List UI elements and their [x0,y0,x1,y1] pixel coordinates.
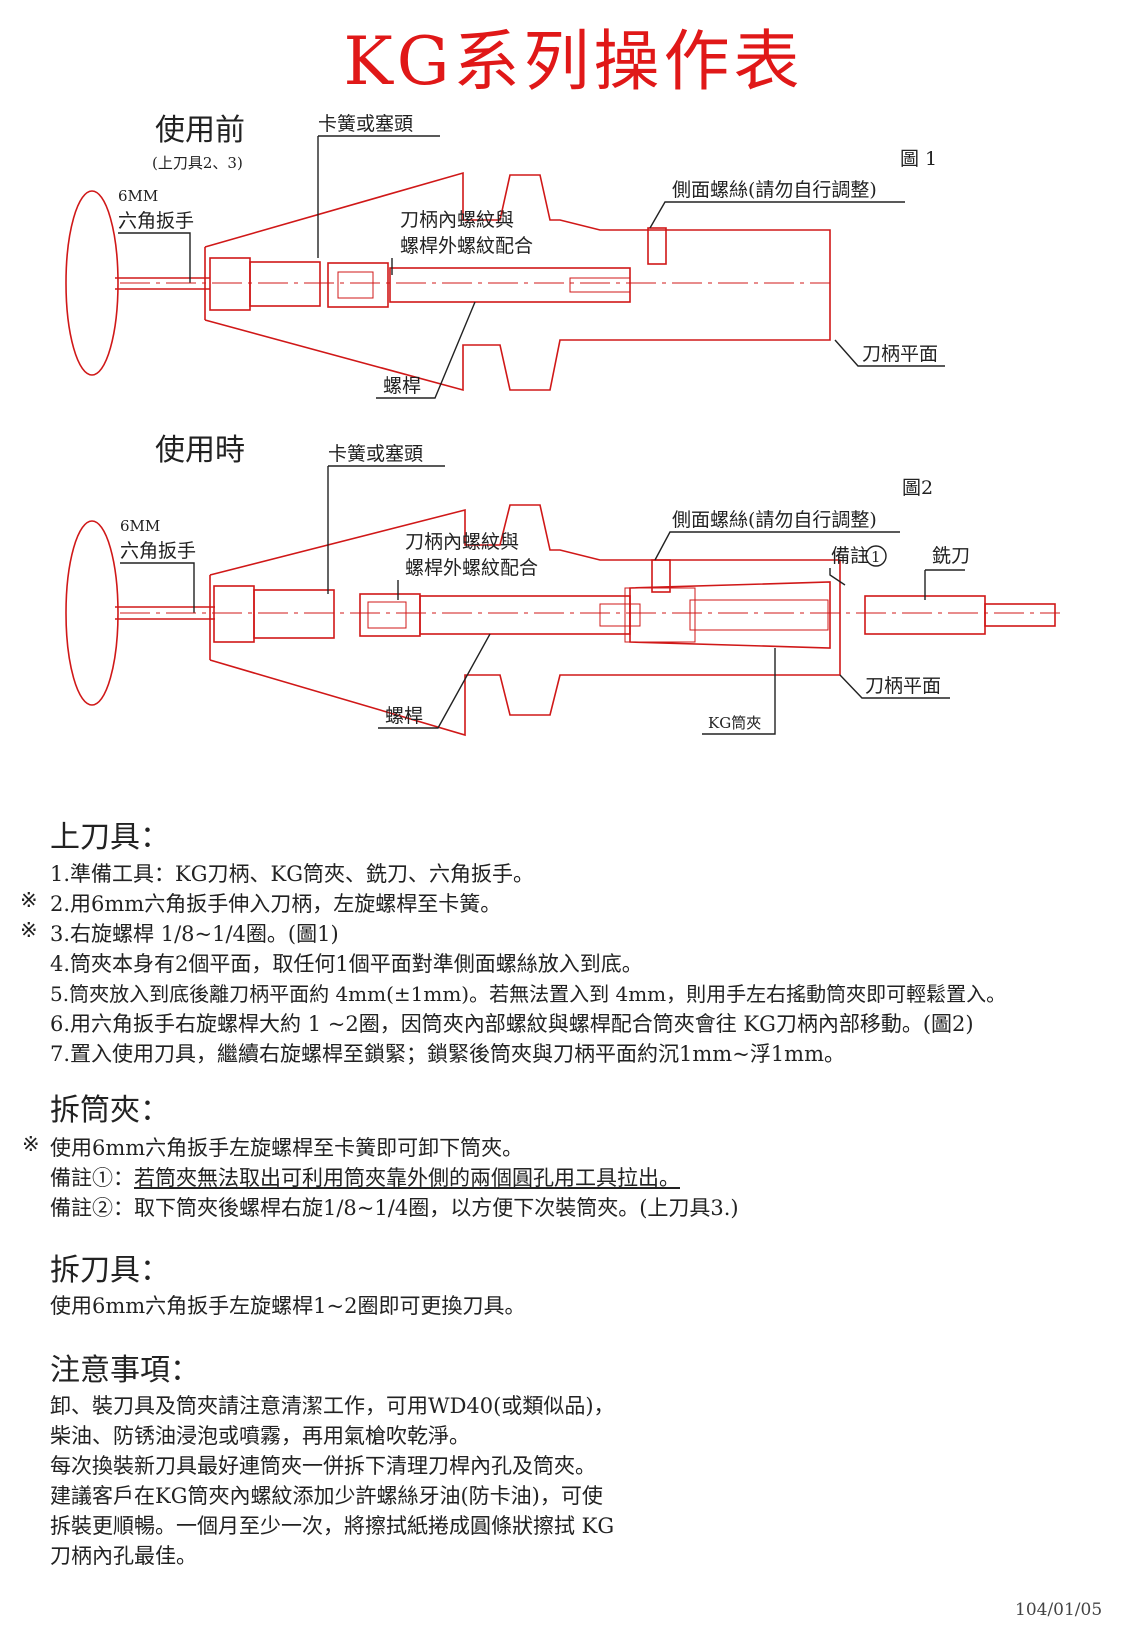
figure-1-subheading: (上刀具2、3) [152,154,243,172]
mount-item-4: 4.筒夾本身有2個平面，取任何1個平面對準側面螺絲放入到底。 [50,952,643,976]
notes-line-1: 卸、裝刀具及筒夾請注意清潔工作，可用WD40(或類似品)， [50,1394,615,1418]
figure-2-thread-label-2: 螺桿外螺紋配合 [405,557,538,579]
mount-item-7: 7.置入使用刀具，繼續右旋螺桿至鎖緊；鎖緊後筒夾與刀柄平面約沉1mm~浮1mm。 [50,1042,846,1066]
figure-1-label: 圖 1 [900,148,937,170]
figure-2-cutter [864,595,986,635]
figure-2-collet-label: 卡簧或塞頭 [328,443,423,465]
figure-1-wrench-size: 6MM [118,187,158,205]
figure-2-side-screw-label: 側面螺絲(請勿自行調整) [672,509,877,531]
figure-2: 使用時 圖2 6MM 六角扳手 卡簧或塞頭 刀柄內螺紋與 螺桿外螺紋配合 [65,433,1060,737]
figure-1-screw-label: 螺桿 [383,375,421,397]
figure-2-face-label: 刀柄平面 [865,675,941,697]
figure-2-cutter-label: 銑刀 [932,545,970,567]
figure-1-collet [327,262,389,308]
collet-note-2-text: 取下筒夾後螺桿右旋1/8~1/4圈，以方便下次裝筒夾。(上刀具3.) [134,1196,739,1220]
figure-2-screw [419,595,631,635]
wrench-handle-icon [65,520,119,706]
collet-note-2: 備註②：取下筒夾後螺桿右旋1/8~1/4圈，以方便下次裝筒夾。(上刀具3.) [50,1192,739,1222]
collet-line-1: 使用6mm六角扳手左旋螺桿至卡簧即可卸下筒夾。 [50,1136,524,1160]
notes-line-3: 每次換裝新刀具最好連筒夾一併拆下清理刀桿內孔及筒夾。 [50,1454,596,1478]
collet-note-1-text: 若筒夾無法取出可利用筒夾靠外側的兩個圓孔用工具拉出。 [134,1166,680,1190]
notes-heading: 注意事項： [50,1353,200,1388]
figure-1-screw [389,267,631,303]
mount-mark-2: ※ [20,888,38,912]
figure-1: 使用前 (上刀具2、3) 圖 1 6MM 六角扳手 卡簧或塞頭 刀柄內螺紋與 螺… [65,113,945,399]
figure-1-collet-label: 卡簧或塞頭 [318,113,413,135]
figure-2-wrench-size: 6MM [120,517,160,535]
figure-2-kg-collet [629,581,831,649]
figure-2-heading: 使用時 [155,433,245,468]
collet-note-1-prefix: 備註①： [50,1166,134,1190]
mount-item-1: 1.準備工具：KG刀柄、KG筒夾、銑刀、六角扳手。 [50,862,534,886]
tool-heading: 拆刀具： [50,1253,170,1288]
figure-1-side-screw-label: 側面螺絲(請勿自行調整) [672,179,877,201]
collet-note-1: 備註①：若筒夾無法取出可利用筒夾靠外側的兩個圓孔用工具拉出。 [50,1162,680,1192]
figure-2-wrench-name: 六角扳手 [120,540,196,562]
figure-1-thread-label-2: 螺桿外螺紋配合 [400,235,533,257]
figure-2-label: 圖2 [902,477,933,499]
figure-2-screw-label: 螺桿 [385,705,423,727]
page-title: KG系列操作表 [343,23,804,100]
figure-1-heading: 使用前 [155,113,245,148]
collet-note-2-prefix: 備註②： [50,1196,134,1220]
figure-2-note-num: 1 [871,548,881,566]
mount-mark-3: ※ [20,918,38,942]
notes-line-6: 刀柄內孔最佳。 [50,1544,197,1568]
mount-heading: 上刀具： [50,820,170,855]
notes-line-2: 柴油、防锈油浸泡或噴霧，再用氣槍吹乾淨。 [50,1424,470,1448]
figure-1-wrench-name: 六角扳手 [118,210,194,232]
figure-2-thread-label-1: 刀柄內螺紋與 [405,531,519,553]
note-1-badge [865,545,887,567]
figure-1-thread-label-1: 刀柄內螺紋與 [400,209,514,231]
tool-line-1: 使用6mm六角扳手左旋螺桿1~2圈即可更換刀具。 [50,1294,526,1318]
figure-2-kg-collet-label: KG筒夾 [708,714,761,732]
collet-heading: 拆筒夾： [50,1093,170,1128]
notes-line-4: 建議客戶在KG筒夾內螺紋添加少許螺絲牙油(防卡油)，可使 [50,1484,603,1508]
notes-line-5: 拆裝更順暢。一個月至少一次，將擦拭紙捲成圓條狀擦拭 KG [50,1514,615,1538]
wrench-handle-icon [65,190,119,376]
figure-2-note-label: 備註 [831,545,869,567]
mount-item-3: 3.右旋螺桿 1/8~1/4圈。(圖1) [50,922,339,946]
mount-item-6: 6.用六角扳手右旋螺桿大約 1 ~2圈，因筒夾內部螺紋與螺桿配合筒夾會往 KG刀… [50,1012,974,1036]
mount-item-2: 2.用6mm六角扳手伸入刀柄，左旋螺桿至卡簧。 [50,892,502,916]
mount-item-5: 5.筒夾放入到底後離刀柄平面約 4mm(±1mm)。若無法置入到 4mm，則用手… [50,982,1007,1006]
diagram-area: 使用前 (上刀具2、3) 圖 1 6MM 六角扳手 卡簧或塞頭 刀柄內螺紋與 螺… [65,113,1060,737]
figure-1-face-label: 刀柄平面 [862,343,938,365]
document-date: 104/01/05 [1015,1600,1103,1620]
collet-mark: ※ [22,1132,40,1156]
